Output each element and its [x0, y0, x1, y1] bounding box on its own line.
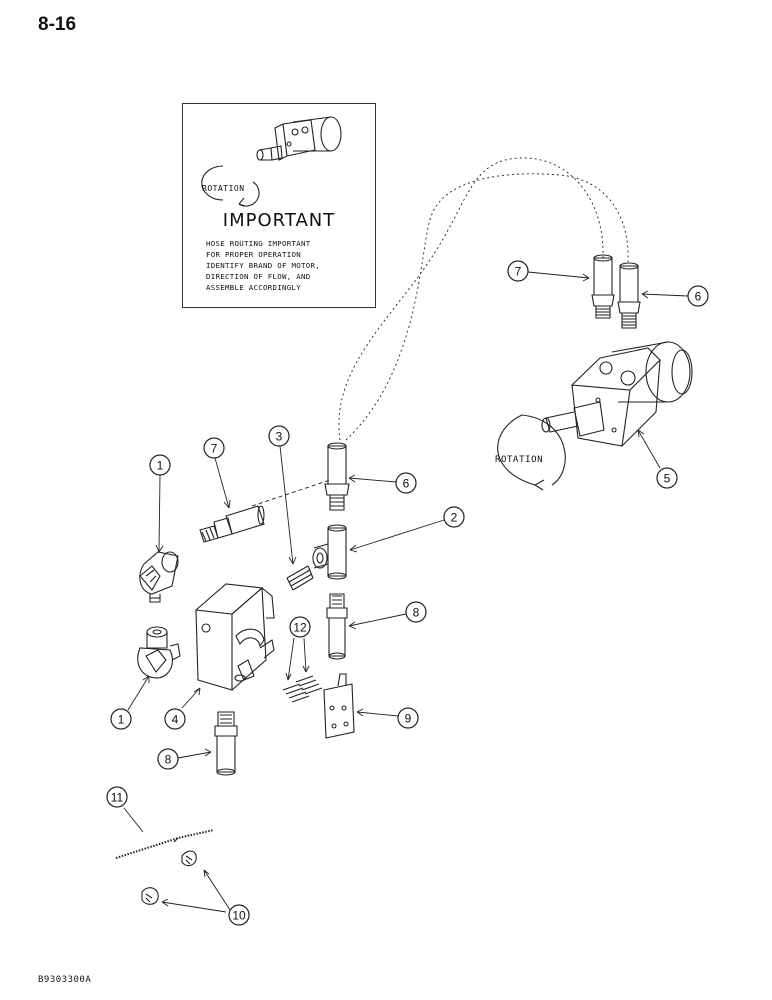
- svg-text:6: 6: [403, 477, 410, 491]
- callout-12: 12: [289, 616, 311, 638]
- svg-text:8: 8: [165, 753, 172, 767]
- svg-text:12: 12: [293, 621, 307, 635]
- svg-text:3: 3: [276, 430, 283, 444]
- hose-line: [338, 157, 604, 441]
- notice-title: IMPORTANT: [222, 210, 336, 231]
- svg-text:1: 1: [157, 459, 164, 473]
- svg-text:11: 11: [111, 791, 124, 805]
- callout-6-upper: 6: [687, 285, 709, 307]
- elbow-fitting-upper: [139, 551, 179, 603]
- callout-8-right: 8: [405, 601, 427, 623]
- callout-11: 11: [106, 786, 128, 808]
- notice-line: IDENTIFY BRAND OF MOTOR,: [206, 261, 320, 270]
- svg-text:2: 2: [451, 511, 458, 525]
- svg-text:5: 5: [664, 472, 671, 486]
- motor-icon: [201, 116, 342, 207]
- notice-line: HOSE ROUTING IMPORTANT: [206, 239, 311, 248]
- leader-lines: [123, 271, 689, 913]
- callout-3: 3: [268, 425, 290, 447]
- fitting-8-right: [326, 593, 348, 660]
- notice-line: FOR PROPER OPERATION: [206, 250, 301, 259]
- motor-rotation-label: ROTATION: [495, 455, 544, 465]
- springs-12: [282, 675, 323, 703]
- rotation-arrow: [497, 414, 536, 486]
- callout-1-upper: 1: [149, 454, 171, 476]
- callout-1-lower: 1: [110, 708, 132, 730]
- fitting-8-lower: [214, 711, 238, 776]
- spring-3: [286, 565, 314, 591]
- callout-6-lower: 6: [395, 472, 417, 494]
- fitting-6-upper: [617, 262, 641, 329]
- svg-text:8: 8: [413, 606, 420, 620]
- svg-text:9: 9: [405, 712, 412, 726]
- svg-text:10: 10: [232, 909, 246, 923]
- rotation-arrow: [521, 414, 566, 486]
- fitting-7-upper: [591, 254, 615, 319]
- callouts: 1 7 3 6 2 5 7 6 8 12 9 1 4 8 11 10: [106, 260, 709, 926]
- callout-10: 10: [228, 904, 250, 926]
- figure-code: B9303300A: [38, 975, 92, 985]
- notice-body: HOSE ROUTING IMPORTANT FOR PROPER OPERAT…: [206, 238, 376, 293]
- callout-2: 2: [443, 506, 465, 528]
- svg-text:7: 7: [211, 442, 218, 456]
- svg-text:6: 6: [695, 290, 702, 304]
- callout-7-upper: 7: [507, 260, 529, 282]
- svg-text:7: 7: [515, 265, 522, 279]
- plate-9: [323, 673, 355, 739]
- notice-line: ASSEMBLE ACCORDINGLY: [206, 283, 301, 292]
- callout-5: 5: [656, 467, 678, 489]
- rotation-label: ROTATION: [202, 184, 245, 193]
- hose-line: [251, 479, 331, 507]
- important-notice-box: ROTATION IMPORTANT HOSE ROUTING IMPORTAN…: [182, 103, 376, 308]
- page-number: 8-16: [38, 14, 77, 35]
- clip-10-upper: [181, 850, 197, 867]
- fitting-7-lower: [199, 505, 265, 543]
- fitting-6-lower: [324, 442, 350, 511]
- hydraulic-motor: [541, 341, 693, 447]
- clip-10-lower: [141, 887, 159, 905]
- callout-4: 4: [164, 708, 186, 730]
- valve-body: [194, 583, 275, 691]
- elbow-fitting-lower: [137, 626, 181, 679]
- svg-text:4: 4: [172, 713, 179, 727]
- callout-7-lower: 7: [203, 437, 225, 459]
- tee-fitting: [312, 524, 347, 580]
- hose-line: [345, 173, 629, 441]
- callout-9: 9: [397, 707, 419, 729]
- svg-text:1: 1: [118, 713, 125, 727]
- callout-8-lower: 8: [157, 748, 179, 770]
- notice-line: DIRECTION OF FLOW, AND: [206, 272, 311, 281]
- wire-11: [115, 829, 215, 859]
